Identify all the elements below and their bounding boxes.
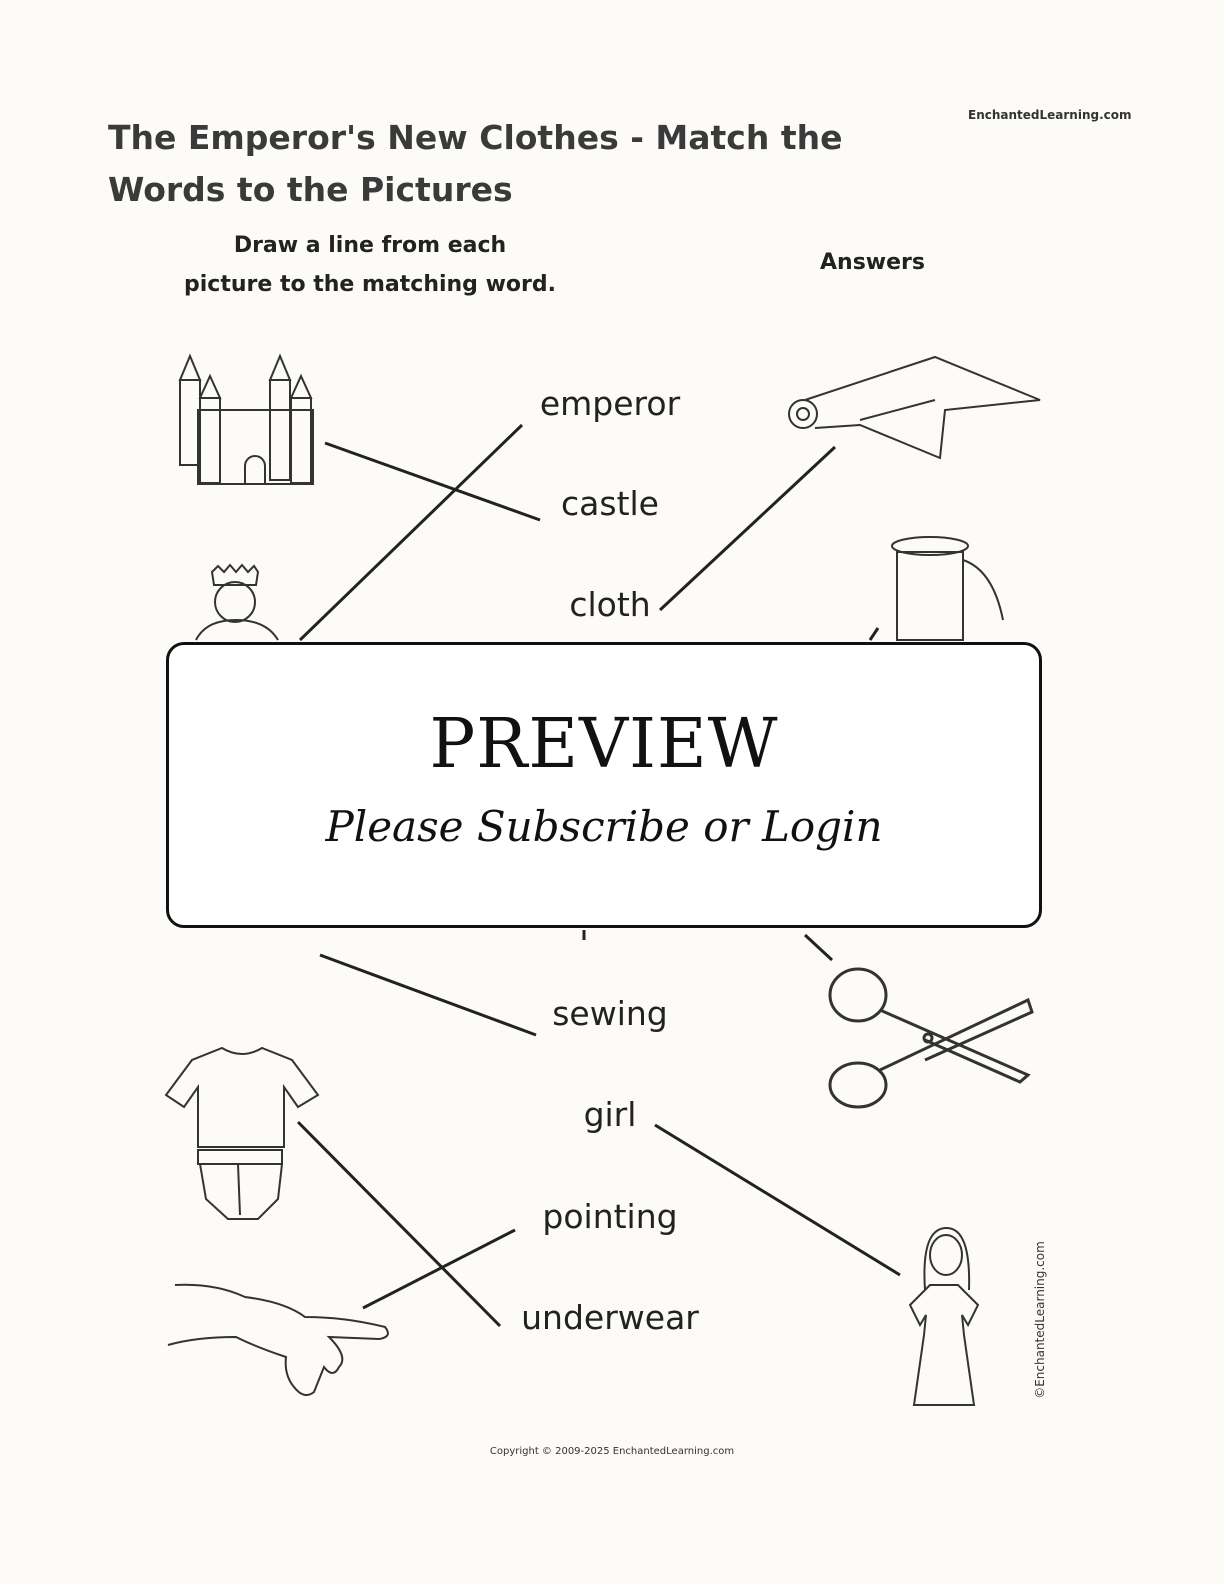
line-thread [868, 627, 880, 641]
line-girl [654, 1123, 901, 1277]
word-girl: girl [583, 1095, 637, 1134]
line-cloth [658, 445, 837, 612]
line-sewing [319, 953, 537, 1037]
word-underwear: underwear [521, 1298, 699, 1337]
line-castle [324, 441, 541, 522]
preview-heading: PREVIEW [429, 705, 779, 784]
castle-icon [178, 353, 314, 485]
instruction-line-1: Draw a line from each [233, 233, 507, 258]
line-underwear [296, 1120, 502, 1328]
thread-spool-icon [891, 536, 1004, 641]
word-sewing: sewing [552, 994, 668, 1033]
scissors-icon [828, 967, 1034, 1109]
preview-overlay[interactable]: PREVIEW Please Subscribe or Login [166, 642, 1042, 928]
side-credit: ©EnchantedLearning.com [1033, 1241, 1047, 1399]
answers-label: Answers [820, 250, 925, 275]
line-emperor [298, 423, 524, 642]
subscribe-login-link[interactable]: Please Subscribe or Login [325, 802, 883, 851]
word-emperor: emperor [539, 384, 681, 423]
cloth-icon [788, 355, 1041, 460]
line-scissors [803, 933, 834, 962]
page-title: The Emperor's New Clothes - Match the Wo… [108, 118, 843, 209]
girl-icon [908, 1226, 980, 1406]
instruction-line-2: picture to the matching word. [184, 272, 556, 297]
word-cloth: cloth [569, 585, 651, 624]
answer-lines [296, 423, 901, 1328]
emperor-icon [195, 563, 279, 641]
shirt-underwear-icon [164, 1046, 320, 1220]
word-pointing: pointing [542, 1197, 678, 1236]
word-castle: castle [561, 484, 659, 523]
brand-link[interactable]: EnchantedLearning.com [968, 108, 1132, 122]
copyright: Copyright © 2009-2025 EnchantedLearning.… [489, 1446, 735, 1457]
instructions: Draw a line from each picture to the mat… [160, 226, 580, 304]
pointing-hand-icon [167, 1283, 389, 1397]
line-pointing [362, 1228, 516, 1310]
